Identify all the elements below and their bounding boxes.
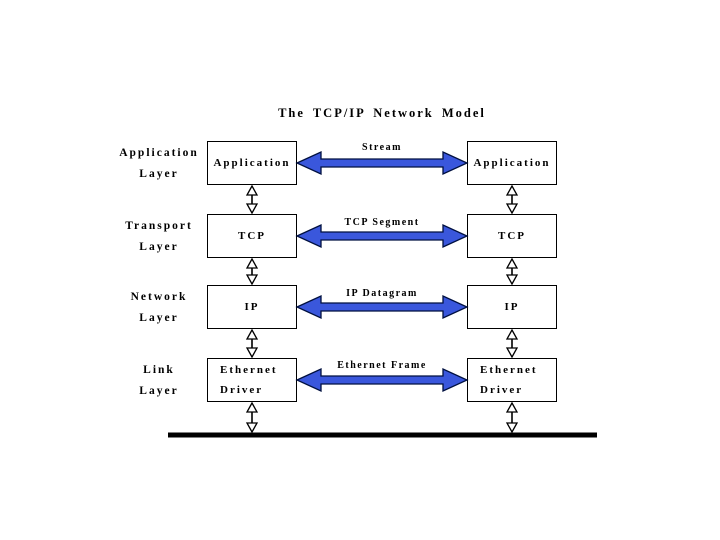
double-arrow-shape xyxy=(295,150,469,176)
layer-label-line: Layer xyxy=(139,168,179,180)
layer-label-line: Layer xyxy=(139,312,179,324)
arrow-head-up xyxy=(505,184,519,196)
box-label: Application xyxy=(213,157,291,169)
packet-label-tcp-segment: TCP Segment xyxy=(344,217,420,228)
vertical-arrow-app-tcp-right xyxy=(505,184,519,215)
box-ethernet-driver-left: Ethernet Driver xyxy=(207,358,297,402)
layer-label-link-layer: Link Layer xyxy=(98,360,220,402)
layer-label-network-layer: Network Layer xyxy=(98,287,220,329)
diagram-title: The TCP/IP Network Model xyxy=(278,106,486,120)
vertical-arrow-tcp-ip-left xyxy=(245,257,259,286)
layer-label-line: Link xyxy=(143,364,175,376)
box-tcp-right: TCP xyxy=(467,214,557,258)
box-tcp-left: TCP xyxy=(207,214,297,258)
box-application-left: Application xyxy=(207,141,297,185)
box-ip-left: IP xyxy=(207,285,297,329)
arrow-head-up xyxy=(245,184,259,196)
box-label: TCP xyxy=(238,230,266,242)
horizontal-arrow-stream xyxy=(295,150,469,176)
horizontal-arrow-ip-datagram xyxy=(295,294,469,320)
arrow-head-down xyxy=(505,347,519,359)
layer-label-line: Application xyxy=(119,147,199,159)
horizontal-arrow-ethernet-frame xyxy=(295,367,469,393)
vertical-arrow-app-tcp-left xyxy=(245,184,259,215)
layer-label-line: Transport xyxy=(125,220,193,232)
packet-label-ip-datagram: IP Datagram xyxy=(346,288,418,299)
arrow-head-up xyxy=(505,401,519,413)
layer-label-line: Layer xyxy=(139,241,179,253)
packet-label-stream: Stream xyxy=(362,142,402,153)
arrow-head-down xyxy=(245,347,259,359)
box-ip-right: IP xyxy=(467,285,557,329)
vertical-arrow-ethernet-wire-left xyxy=(245,401,259,434)
arrow-head-down xyxy=(505,422,519,434)
vertical-arrow-ethernet-wire-right xyxy=(505,401,519,434)
vertical-arrow-tcp-ip-right xyxy=(505,257,519,286)
box-label: TCP xyxy=(498,230,526,242)
arrow-head-up xyxy=(245,401,259,413)
box-ethernet-driver-right: Ethernet Driver xyxy=(467,358,557,402)
layer-label-application-layer: Application Layer xyxy=(98,143,220,185)
arrow-head-down xyxy=(245,203,259,215)
layer-label-line: Layer xyxy=(139,385,179,397)
arrow-head-down xyxy=(245,274,259,286)
packet-label-ethernet-frame: Ethernet Frame xyxy=(337,360,427,371)
vertical-arrow-ip-ethernet-left xyxy=(245,328,259,359)
double-arrow-shape xyxy=(295,223,469,249)
horizontal-arrow-tcp-segment xyxy=(295,223,469,249)
box-label: Driver xyxy=(480,384,524,396)
layer-label-line: Network xyxy=(130,291,188,303)
vertical-arrow-ip-ethernet-right xyxy=(505,328,519,359)
double-arrow-shape xyxy=(295,367,469,393)
arrow-head-up xyxy=(245,328,259,340)
box-label: IP xyxy=(244,301,260,313)
box-label: Driver xyxy=(220,384,264,396)
box-application-right: Application xyxy=(467,141,557,185)
layer-label-transport-layer: Transport Layer xyxy=(98,216,220,258)
arrow-head-up xyxy=(245,257,259,269)
arrow-head-up xyxy=(505,328,519,340)
double-arrow-shape xyxy=(295,294,469,320)
arrow-head-down xyxy=(505,274,519,286)
arrow-head-up xyxy=(505,257,519,269)
arrow-head-down xyxy=(505,203,519,215)
box-label: Ethernet xyxy=(220,364,278,376)
box-label: Ethernet xyxy=(480,364,538,376)
box-label: IP xyxy=(504,301,520,313)
box-label: Application xyxy=(473,157,551,169)
arrow-head-down xyxy=(245,422,259,434)
